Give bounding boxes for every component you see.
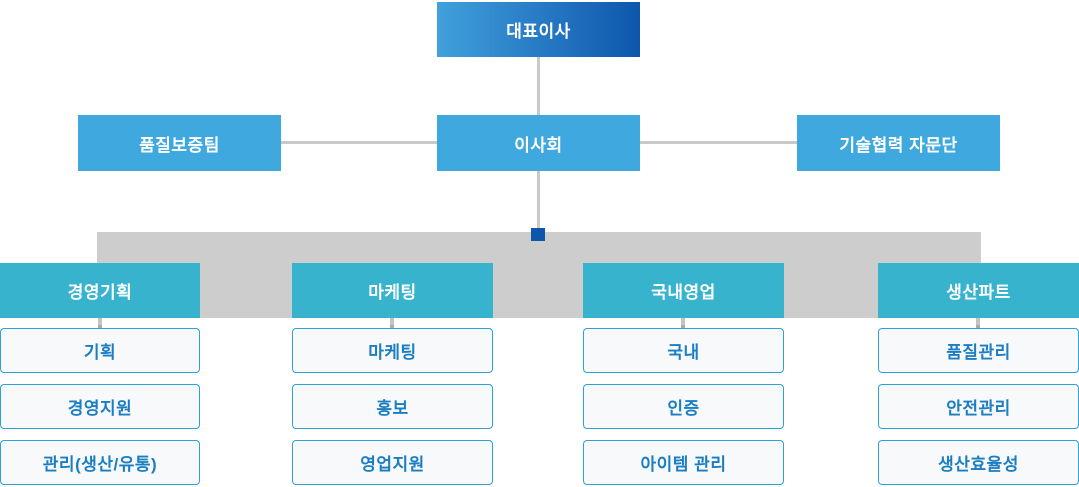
team-box: 기획 bbox=[0, 328, 200, 373]
dept-header-management-planning: 경영기획 bbox=[0, 263, 200, 318]
team-box: 품질관리 bbox=[878, 328, 1079, 373]
team-box: 안전관리 bbox=[878, 384, 1079, 429]
bus-bar bbox=[97, 232, 981, 318]
dept-stub-connector bbox=[98, 318, 102, 328]
dept-header-domestic-sales: 국내영업 bbox=[583, 263, 784, 318]
connector-board-to-advisory bbox=[640, 141, 797, 144]
team-box: 관리(생산/유통) bbox=[0, 440, 200, 485]
dept-stub-connector bbox=[681, 318, 685, 328]
connector-ceo-to-board bbox=[537, 57, 540, 115]
team-box: 영업지원 bbox=[292, 440, 493, 485]
dept-header-production: 생산파트 bbox=[878, 263, 1079, 318]
board-box: 이사회 bbox=[437, 115, 640, 171]
ceo-box: 대표이사 bbox=[437, 2, 640, 57]
team-box: 생산효율성 bbox=[878, 440, 1079, 485]
team-box: 국내 bbox=[583, 328, 784, 373]
qa-team-box: 품질보증팀 bbox=[78, 115, 281, 171]
team-box: 홍보 bbox=[292, 384, 493, 429]
team-box: 마케팅 bbox=[292, 328, 493, 373]
tech-advisory-box: 기술협력 자문단 bbox=[797, 115, 1000, 171]
team-box: 인증 bbox=[583, 384, 784, 429]
dept-header-marketing: 마케팅 bbox=[292, 263, 493, 318]
connector-qa-to-board bbox=[281, 141, 437, 144]
dept-stub-connector bbox=[390, 318, 394, 328]
team-box: 아이템 관리 bbox=[583, 440, 784, 485]
team-box: 경영지원 bbox=[0, 384, 200, 429]
connector-board-to-bus bbox=[537, 171, 540, 233]
dept-stub-connector bbox=[976, 318, 980, 328]
junction-marker bbox=[531, 228, 545, 241]
